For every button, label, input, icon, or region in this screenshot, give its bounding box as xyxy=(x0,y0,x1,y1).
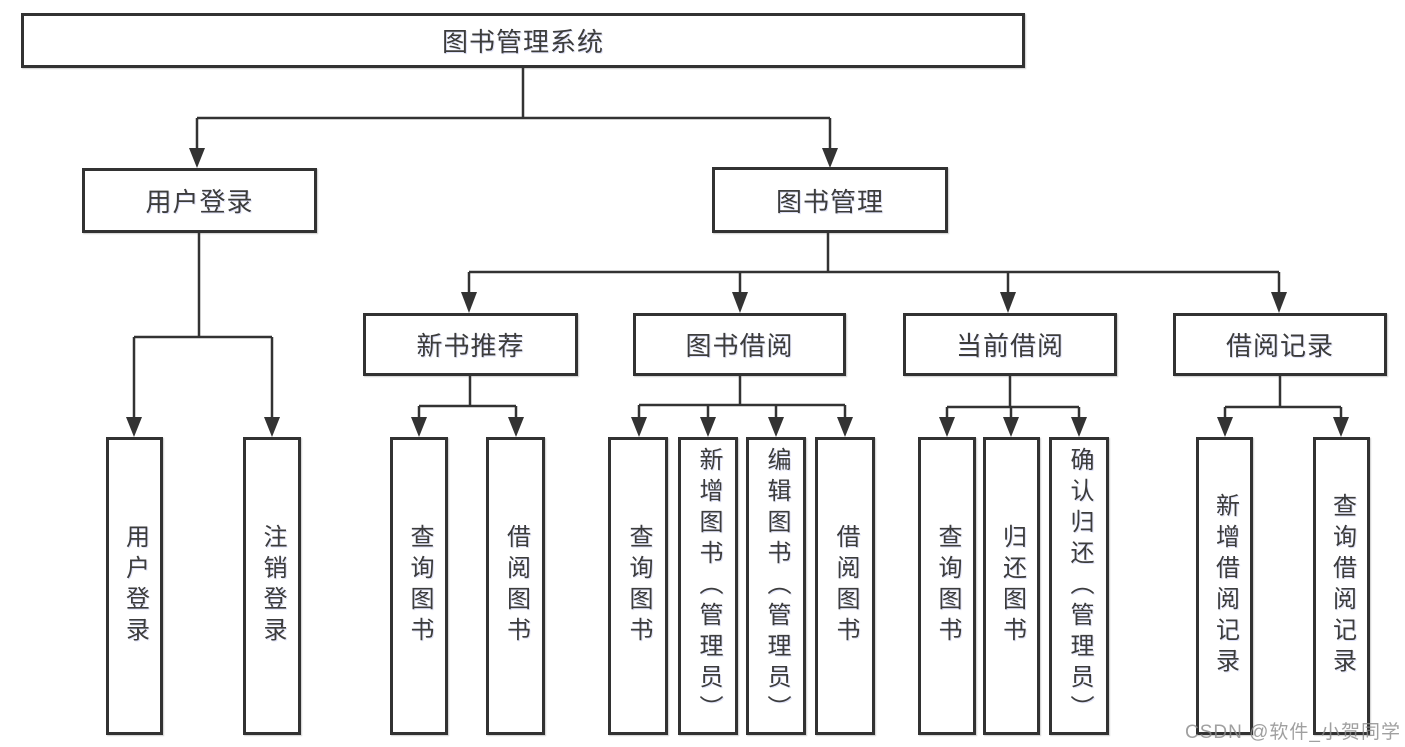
leaf-query-books-borrow: 查询图书 xyxy=(608,437,668,735)
leaf-user-login: 用户登录 xyxy=(106,437,163,735)
leaf-confirm-return-admin: 确认归还（管理员） xyxy=(1049,437,1109,735)
node-library-management-system: 图书管理系统 xyxy=(21,13,1025,68)
leaf-edit-books-admin: 编辑图书（管理员） xyxy=(746,437,806,735)
leaf-return-books: 归还图书 xyxy=(983,437,1040,735)
leaf-borrow-books: 借阅图书 xyxy=(815,437,875,735)
node-book-management: 图书管理 xyxy=(712,167,948,233)
csdn-watermark: CSDN @软件_小贺同学 xyxy=(1185,722,1401,743)
leaf-query-borrow-record: 查询借阅记录 xyxy=(1313,437,1370,735)
leaf-query-books-recommend: 查询图书 xyxy=(390,437,448,735)
node-new-book-recommendation: 新书推荐 xyxy=(363,313,578,376)
node-book-borrowing: 图书借阅 xyxy=(633,313,846,376)
node-borrowing-records: 借阅记录 xyxy=(1173,313,1387,376)
node-user-login: 用户登录 xyxy=(82,168,317,233)
leaf-add-borrow-record: 新增借阅记录 xyxy=(1196,437,1253,735)
leaf-borrow-books-recommend: 借阅图书 xyxy=(486,437,545,735)
leaf-add-books-admin: 新增图书（管理员） xyxy=(678,437,738,735)
leaf-query-books-current: 查询图书 xyxy=(918,437,976,735)
node-current-borrowing: 当前借阅 xyxy=(903,313,1117,376)
leaf-logout: 注销登录 xyxy=(243,437,301,735)
